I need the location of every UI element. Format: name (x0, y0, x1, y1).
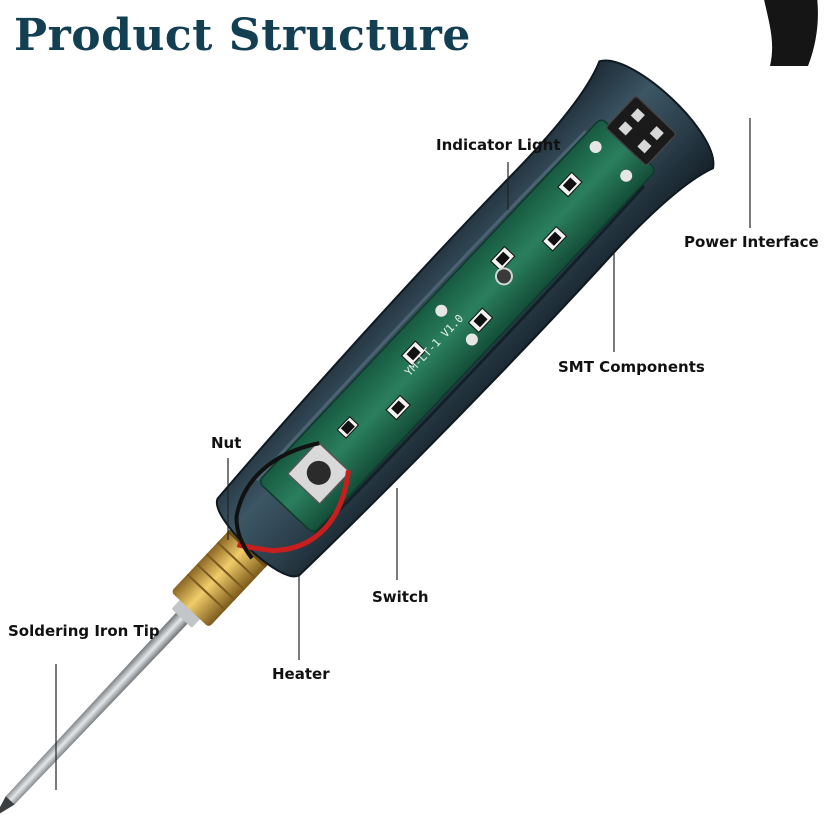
power-socket (606, 96, 677, 166)
push-switch (286, 440, 351, 506)
label-switch: Switch (372, 588, 429, 606)
page-title: Product Structure (14, 10, 471, 61)
black-wire (234, 441, 320, 560)
power-cable (764, 0, 818, 66)
label-nut: Nut (211, 434, 241, 452)
label-smt-components: SMT Components (558, 358, 705, 376)
tip-collar (172, 597, 202, 628)
smt-components (336, 171, 583, 439)
label-soldering-iron-tip: Soldering Iron Tip (8, 622, 160, 640)
label-heater: Heater (272, 665, 330, 683)
label-indicator-light: Indicator Light (436, 136, 561, 154)
indicator-led (494, 267, 513, 286)
soldering-iron-tip (0, 611, 189, 817)
pcb-board: YM-LT-1 V1.0 (259, 119, 655, 533)
label-power-interface: Power Interface (684, 233, 819, 251)
